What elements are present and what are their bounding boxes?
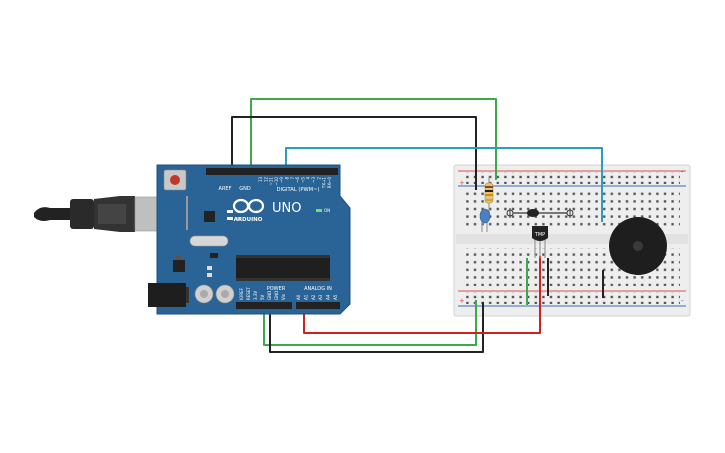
power-header — [236, 302, 292, 309]
wire-red-a0[interactable] — [303, 256, 541, 334]
top-rail-holes — [464, 172, 680, 184]
tmp-sensor-label: TMP — [534, 232, 545, 238]
uno-model-text: UNO — [272, 201, 301, 216]
analog-pin-label-2: A2 — [311, 294, 316, 300]
voltage-regulator — [173, 260, 185, 272]
crystal-oscillator — [189, 235, 229, 247]
slide-switch[interactable] — [506, 208, 574, 218]
analog-pin-label-3: A3 — [318, 294, 323, 300]
smd-component-3 — [210, 253, 218, 258]
power-pin-label-4: GND — [267, 291, 272, 300]
capacitor-left-top — [200, 290, 208, 298]
top-rail-minus-symbol: - — [681, 168, 684, 176]
rx-led — [227, 217, 233, 220]
piezo-buzzer[interactable] — [609, 217, 667, 275]
arduino-brand-text: ARDUINO — [234, 217, 263, 223]
digital-pin-label-9: 4 — [306, 177, 311, 180]
usb-plug-body — [70, 199, 94, 229]
power-pin-label-6: Vin — [281, 293, 286, 300]
rx-label: RX — [236, 217, 241, 221]
analog-in-label: ANALOG IN — [304, 286, 332, 292]
breadboard-components: TMP — [479, 176, 667, 305]
digital-pin-label-3: ~10 — [274, 177, 279, 186]
analog-pin-label-0: A0 — [296, 294, 301, 300]
reset-button[interactable] — [170, 175, 180, 185]
digital-pin-label-2: ~11 — [269, 177, 274, 186]
chip-socket-bottom — [236, 278, 330, 281]
arduino-logo: ARDUINO — [232, 198, 265, 223]
wire-green-digital[interactable] — [250, 98, 497, 180]
digital-pin-label-12: TX→1 — [322, 177, 327, 190]
tmp-sensor-body — [532, 226, 548, 241]
aref-label: AREF — [219, 186, 232, 192]
buzzer-center — [633, 241, 643, 251]
digital-pin-label-5: 8 — [285, 177, 290, 180]
digital-header-right — [281, 168, 338, 175]
power-pin-label-5: GND — [274, 291, 279, 300]
chip-socket-top — [236, 255, 330, 258]
digital-pin-label-13: RX←0 — [327, 177, 332, 189]
bottom-rail-minus-symbol: - — [681, 297, 684, 305]
usb-interface-chip — [204, 211, 215, 222]
power-jack — [148, 283, 186, 307]
bottom-rail-holes — [464, 292, 680, 304]
usb-cable-strain-relief — [34, 207, 72, 221]
resistor[interactable] — [484, 176, 494, 212]
wire-black-gnd-bottom[interactable] — [269, 302, 484, 353]
arduino-uno-board[interactable]: GND AREF DIGITAL (PWM~) ARDUINO UNO ON T… — [148, 164, 351, 315]
logo-infinity-right — [247, 198, 265, 214]
digital-pin-label-4: ~9 — [279, 177, 284, 183]
on-label: ON — [324, 208, 330, 213]
digital-pin-label-11: 2 — [316, 177, 321, 180]
digital-header-left — [206, 168, 324, 175]
power-pin-label-3: 5V — [260, 294, 265, 300]
power-pin-label-2: 3.3V — [253, 291, 258, 300]
atmega-microcontroller — [236, 258, 330, 278]
wire-black-gnd-top[interactable] — [231, 116, 477, 190]
digital-pin-label-8: ~5 — [300, 177, 305, 183]
tx-label: TX — [235, 210, 241, 214]
power-pin-label-1: RESET — [246, 287, 251, 300]
wire-blue-buzzer[interactable] — [285, 147, 603, 222]
smd-component-2 — [207, 273, 212, 277]
digital-pin-label-1: 12 — [263, 177, 268, 183]
top-rail-plus-symbol: + — [459, 179, 465, 187]
center-channel — [456, 234, 688, 244]
digital-pin-label-0: 13 — [258, 177, 263, 183]
voltage-regulator-tab — [176, 256, 182, 260]
digital-pin-label-10: ~3 — [311, 177, 316, 183]
wires — [231, 98, 603, 353]
power-pin-label-0: IOREF — [239, 287, 244, 300]
analog-pin-label-5: A5 — [333, 294, 338, 300]
analog-header — [296, 302, 340, 309]
temperature-sensor[interactable]: TMP — [532, 226, 548, 258]
digital-pwm-label: DIGITAL (PWM~) — [276, 187, 319, 193]
digital-pin-label-7: ~6 — [295, 177, 300, 183]
analog-pin-label-1: A1 — [303, 294, 308, 300]
analog-pin-label-4: A4 — [326, 294, 331, 300]
capacitor-right-top — [221, 290, 229, 298]
digital-pin-label-6: 7 — [290, 177, 295, 180]
tx-led — [227, 210, 233, 213]
on-led — [316, 209, 322, 212]
power-jack-edge — [186, 287, 189, 303]
wire-green-5v[interactable] — [263, 300, 477, 346]
bottom-rail-plus-symbol: + — [459, 297, 465, 305]
power-label: POWER — [267, 286, 286, 292]
gnd-top-label: GND — [239, 186, 251, 192]
led-blue[interactable] — [479, 208, 491, 232]
usb-plug-grip-detail — [98, 204, 126, 224]
smd-component-1 — [207, 266, 212, 270]
usb-jack-edge — [186, 196, 188, 230]
